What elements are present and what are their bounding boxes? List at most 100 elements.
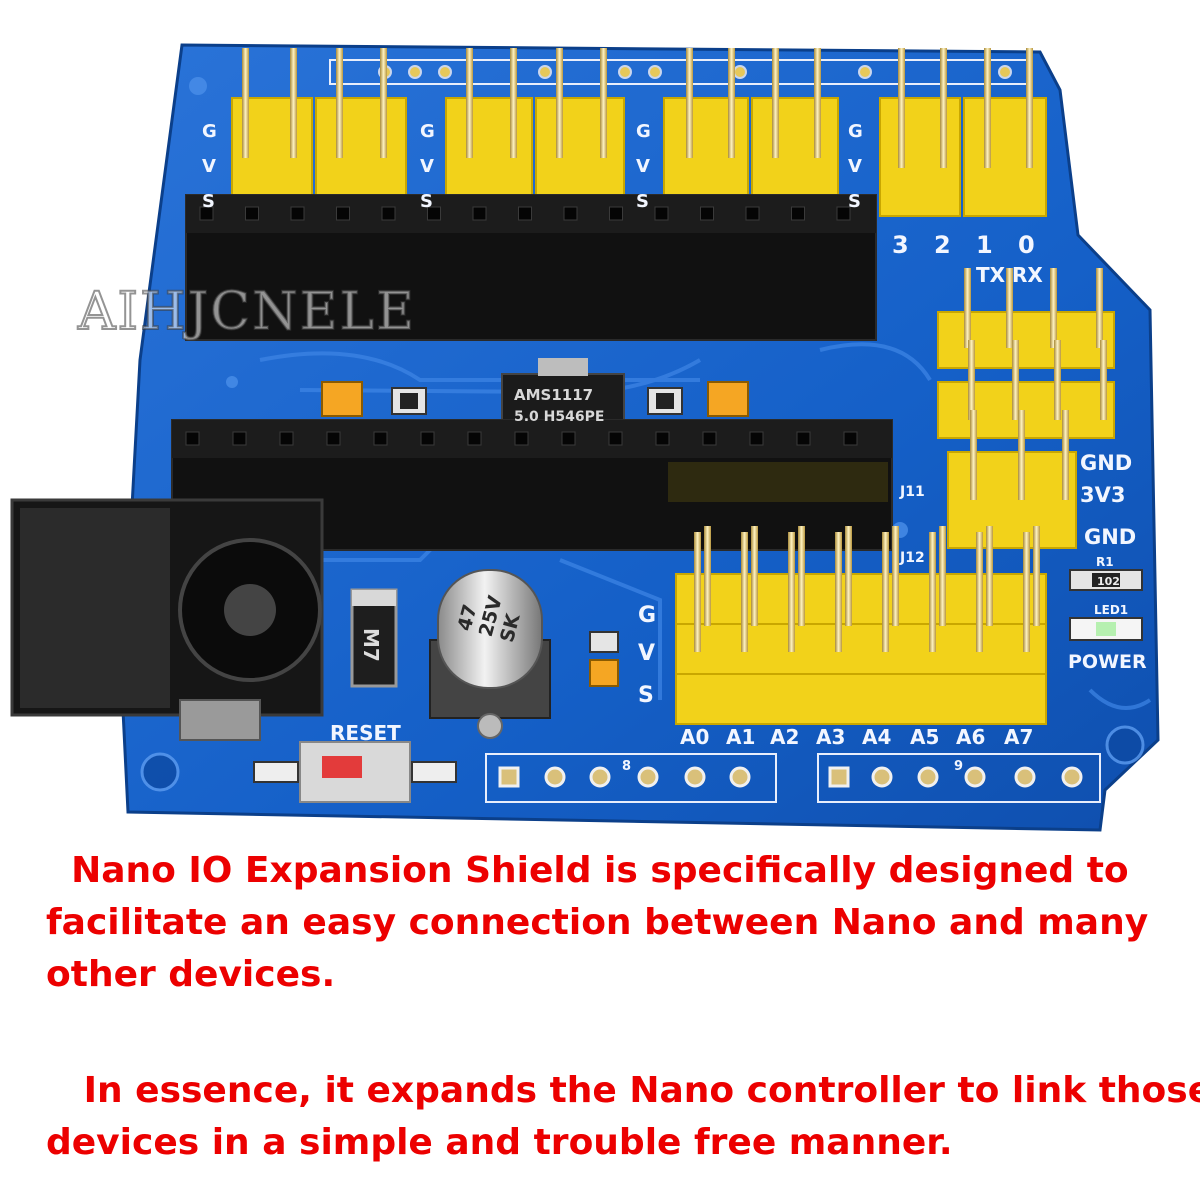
caption-paragraph-1: Nano IO Expansion Shield is specifically… xyxy=(46,845,1148,1001)
analog-pin xyxy=(986,526,993,626)
uart-label: TX RX xyxy=(976,263,1043,287)
header-hole xyxy=(232,431,247,446)
header-hole xyxy=(373,431,388,446)
bottom-pads xyxy=(498,766,1083,788)
nano-header-bottom-holes xyxy=(185,431,858,446)
top-pads xyxy=(378,65,1012,79)
svg-text:V: V xyxy=(848,156,862,177)
svg-text:A5: A5 xyxy=(910,725,939,749)
analog-pin xyxy=(704,526,711,626)
reset-label: RESET xyxy=(330,721,401,745)
caption-line: In essence, it expands the Nano controll… xyxy=(46,1070,1200,1111)
header-hole xyxy=(518,206,532,221)
r1-value: 102 xyxy=(1097,575,1120,588)
digital-gvs-4: G V S xyxy=(848,121,863,212)
caption-line: other devices. xyxy=(46,954,336,995)
smd-cap-left xyxy=(321,381,363,417)
analog-pin xyxy=(788,532,795,652)
svg-text:V: V xyxy=(202,156,216,177)
svg-text:S: S xyxy=(420,191,433,212)
svg-text:2: 2 xyxy=(934,231,951,259)
analog-header xyxy=(675,573,1047,725)
svg-text:3V3: 3V3 xyxy=(1080,483,1125,507)
header-hole xyxy=(420,431,435,446)
svg-text:A7: A7 xyxy=(1004,725,1033,749)
svg-text:3: 3 xyxy=(892,231,909,259)
header-hole xyxy=(791,206,805,221)
silkscreen: G V S G V S G V S G V S 3 2 1 0 TX RX AM… xyxy=(202,121,1147,774)
svg-text:GND: GND xyxy=(1084,525,1136,549)
svg-text:A0: A0 xyxy=(680,725,709,749)
header-hole xyxy=(514,431,529,446)
header-hole xyxy=(749,431,764,446)
header-hole xyxy=(745,206,760,221)
svg-text:G: G xyxy=(638,603,656,628)
header-hole xyxy=(702,431,717,446)
svg-text:A6: A6 xyxy=(956,725,985,749)
analog-labels: A0 A1 A2 A3 A4 A5 A6 A7 xyxy=(680,725,1033,749)
analog-pin xyxy=(976,532,983,652)
svg-text:G: G xyxy=(420,121,435,142)
svg-text:1: 1 xyxy=(976,231,993,259)
regulator-line-2: 5.0 H546PE xyxy=(514,409,604,425)
header-hole xyxy=(608,431,623,446)
analog-pin xyxy=(741,532,748,652)
svg-text:A4: A4 xyxy=(862,725,891,749)
analog-pin xyxy=(882,532,889,652)
smd-cap-analog xyxy=(589,659,619,687)
header-hole xyxy=(836,206,851,221)
dc-jack xyxy=(10,498,324,741)
board-photo: G V S G V S G V S G V S 3 2 1 0 TX RX AM… xyxy=(10,43,1160,832)
header-hole xyxy=(472,206,487,221)
header-hole xyxy=(279,431,294,446)
power-label: POWER xyxy=(1068,651,1147,673)
analog-gvs: G V S xyxy=(638,603,656,708)
analog-pin xyxy=(798,526,805,626)
header-hole xyxy=(336,206,350,221)
power-rail-labels: GND 3V3 GND xyxy=(1080,451,1136,549)
svg-text:V: V xyxy=(636,156,650,177)
svg-text:G: G xyxy=(848,121,863,142)
header-hole xyxy=(427,206,441,221)
digital-numbers: 3 2 1 0 xyxy=(892,231,1035,259)
svg-text:S: S xyxy=(848,191,861,212)
header-hole xyxy=(843,431,858,446)
svg-text:G: G xyxy=(636,121,651,142)
pad-row-9-label: 9 xyxy=(954,759,963,774)
svg-text:A1: A1 xyxy=(726,725,755,749)
pad-row-8 xyxy=(485,753,777,803)
digital-gvs-1: G V S xyxy=(202,121,217,212)
top-pins xyxy=(242,48,1033,168)
header-hole xyxy=(609,206,623,221)
analog-pin xyxy=(694,532,701,652)
analog-pin xyxy=(835,532,842,652)
svg-text:A3: A3 xyxy=(816,725,845,749)
svg-text:V: V xyxy=(638,641,655,666)
power-header-pins xyxy=(964,268,1107,500)
svg-text:V: V xyxy=(420,156,434,177)
digital-gvs-3: G V S xyxy=(636,121,651,212)
svg-text:A2: A2 xyxy=(770,725,799,749)
svg-text:0: 0 xyxy=(1018,231,1035,259)
header-hole xyxy=(561,431,576,446)
reset-button xyxy=(253,741,457,803)
analog-pin xyxy=(751,526,758,626)
header-hole xyxy=(185,431,200,446)
analog-pins xyxy=(694,526,1040,652)
header-hole xyxy=(245,206,259,221)
caption-line: devices in a simple and trouble free man… xyxy=(46,1122,953,1163)
digital-gvs-2: G V S xyxy=(420,121,435,212)
header-label-j11: J11 xyxy=(899,484,925,500)
header-hole xyxy=(700,206,714,221)
pad-row-9 xyxy=(817,753,1101,803)
header-hole xyxy=(326,431,341,446)
diode-label: M7 xyxy=(359,628,383,662)
header-hole xyxy=(290,206,305,221)
nano-header-top-holes xyxy=(199,206,851,221)
svg-text:S: S xyxy=(202,191,215,212)
svg-text:G: G xyxy=(202,121,217,142)
watermark: AIHJCNELE xyxy=(77,281,417,343)
header-hole xyxy=(654,206,669,221)
pad-row-8-label: 8 xyxy=(622,759,631,774)
analog-pin xyxy=(1023,532,1030,652)
